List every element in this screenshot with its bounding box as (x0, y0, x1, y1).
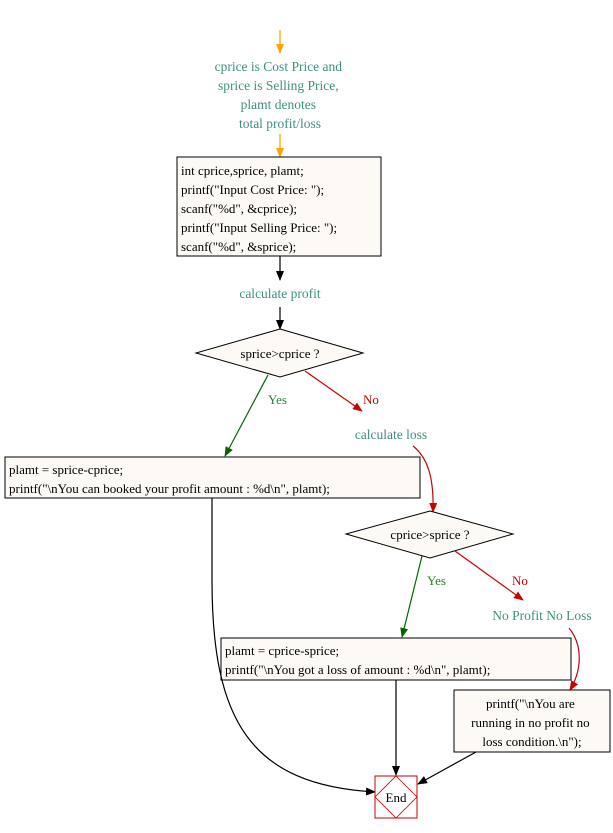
profit-to-end-arrow (211, 498, 376, 796)
code-line: int cprice,sprice, plamt; (181, 163, 304, 178)
calculate-profit-note: calculate profit (239, 286, 321, 301)
end-terminator: End (374, 775, 418, 819)
code-line: printf("\nYou got a loss of amount : %d\… (225, 662, 490, 677)
no-branch-1-arrow (304, 370, 363, 412)
decision-cprice-gt-sprice-label: cprice>sprice ? (390, 527, 469, 542)
intro-note: cprice is Cost Price and sprice is Selli… (215, 59, 346, 131)
intro-note-line: plamt denotes (241, 97, 316, 112)
end-label: End (386, 790, 407, 805)
yes-branch-1-arrow (224, 374, 269, 457)
yes-label-1: Yes (268, 392, 287, 407)
input-process-box (176, 156, 382, 257)
no-label-2: No (512, 573, 528, 588)
no-branch-2-arrow (454, 550, 524, 601)
neutral-to-end-arrow (417, 751, 477, 785)
intro-note-line: sprice is Selling Price, (218, 78, 339, 93)
profit-process-text: plamt = sprice-cprice; printf("\nYou can… (9, 462, 330, 496)
code-line: running in no profit no (471, 715, 589, 730)
no-profit-no-loss-note: No Profit No Loss (492, 608, 591, 623)
decision-cprice-gt-sprice (344, 510, 515, 559)
neutral-process-box (453, 689, 611, 753)
intro-note-line: cprice is Cost Price and (215, 59, 343, 74)
no-label-1: No (363, 392, 379, 407)
loss-process-text: plamt = cprice-sprice; printf("\nYou got… (225, 643, 490, 677)
code-line: printf("\nYou are (486, 696, 575, 711)
code-line: printf("Input Selling Price: "); (181, 220, 337, 235)
intro-note-line: total profit/loss (239, 116, 321, 131)
input-process-text: int cprice,sprice, plamt; printf("Input … (181, 163, 340, 254)
yes-branch-2-arrow (400, 555, 423, 638)
neutral-process-text: printf("\nYou are running in no profit n… (471, 696, 593, 749)
code-line: loss condition.\n"); (482, 734, 581, 749)
loss-note-to-decision2-arrow (412, 445, 438, 513)
code-line: plamt = cprice-sprice; (225, 643, 339, 658)
code-line: printf("Input Cost Price: "); (181, 182, 324, 197)
loss-process-box (220, 637, 572, 681)
code-line: plamt = sprice-cprice; (9, 462, 123, 477)
code-line: printf("\nYou can booked your profit amo… (9, 481, 330, 496)
calculate-loss-note: calculate loss (355, 427, 427, 442)
yes-label-2: Yes (427, 573, 446, 588)
code-line: scanf("%d", &cprice); (181, 201, 297, 216)
code-line: scanf("%d", &sprice); (181, 239, 296, 254)
decision-sprice-gt-cprice-label: sprice>cprice ? (240, 346, 319, 361)
decision-sprice-gt-cprice (194, 328, 365, 378)
no-profit-note-to-neutral-arrow (568, 627, 580, 691)
